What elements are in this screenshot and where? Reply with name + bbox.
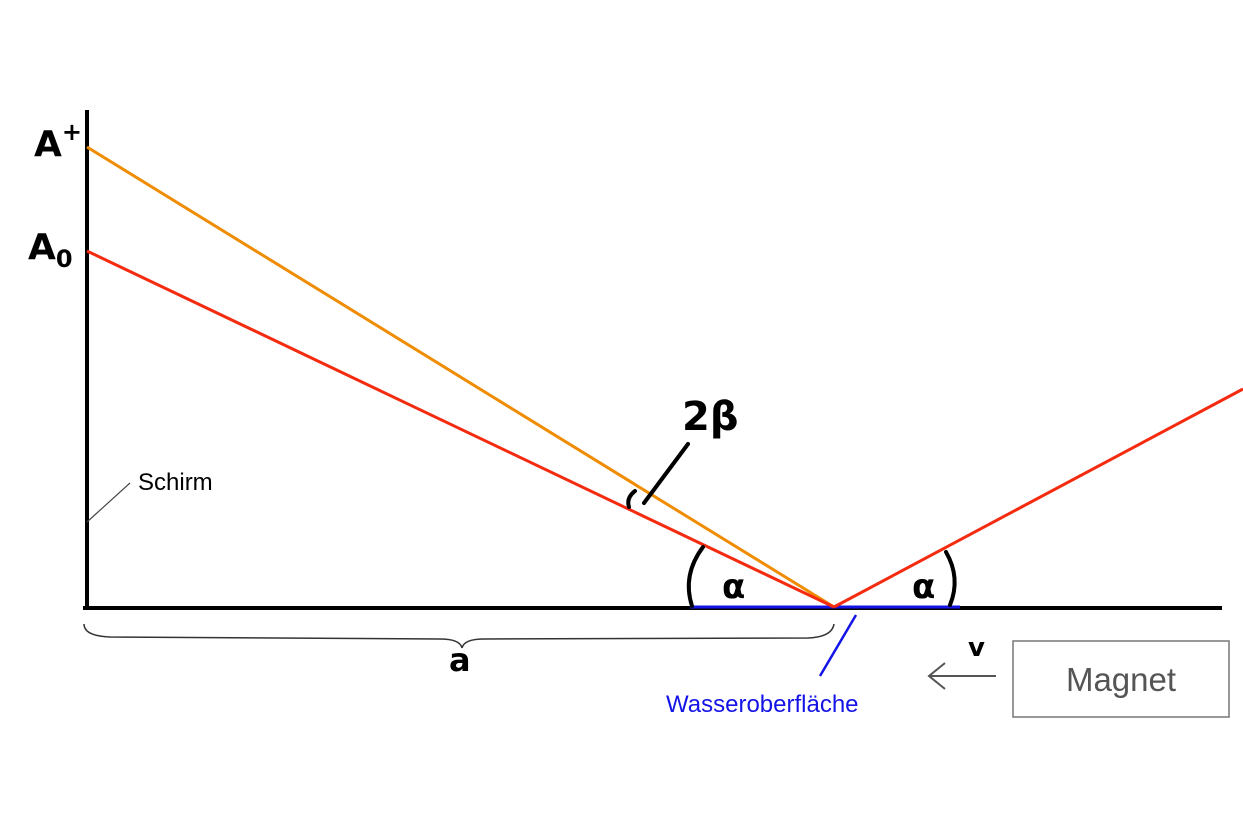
- distance-label: a: [449, 641, 471, 679]
- deflected-beam-line: [86, 145, 835, 609]
- two-beta-label: 2β: [682, 394, 738, 440]
- a-plus-label: A+: [34, 118, 82, 165]
- a-zero-label: A0: [28, 227, 73, 273]
- magnet-box: [1012, 640, 1230, 718]
- distance-brace: [83, 623, 835, 649]
- alpha-left-arc: [686, 545, 705, 608]
- magnet-label: Magnet: [1066, 661, 1176, 698]
- alpha-right-label: α: [912, 567, 935, 607]
- velocity-arrow-head: [927, 662, 946, 690]
- alpha-left-label: α: [722, 567, 745, 607]
- alpha-right-arc: [944, 550, 957, 607]
- screen-label-leader: [86, 482, 131, 523]
- water-surface-label: Wasseroberfläche: [666, 691, 859, 718]
- reflected-beam-line: [833, 387, 1243, 609]
- incident-beam-line: [86, 249, 835, 609]
- two-beta-leader: [642, 442, 690, 505]
- two-beta-arc: [626, 489, 637, 509]
- velocity-label: v: [968, 633, 985, 663]
- screen-label: Schirm: [138, 469, 213, 496]
- water-surface-leader: [818, 614, 858, 677]
